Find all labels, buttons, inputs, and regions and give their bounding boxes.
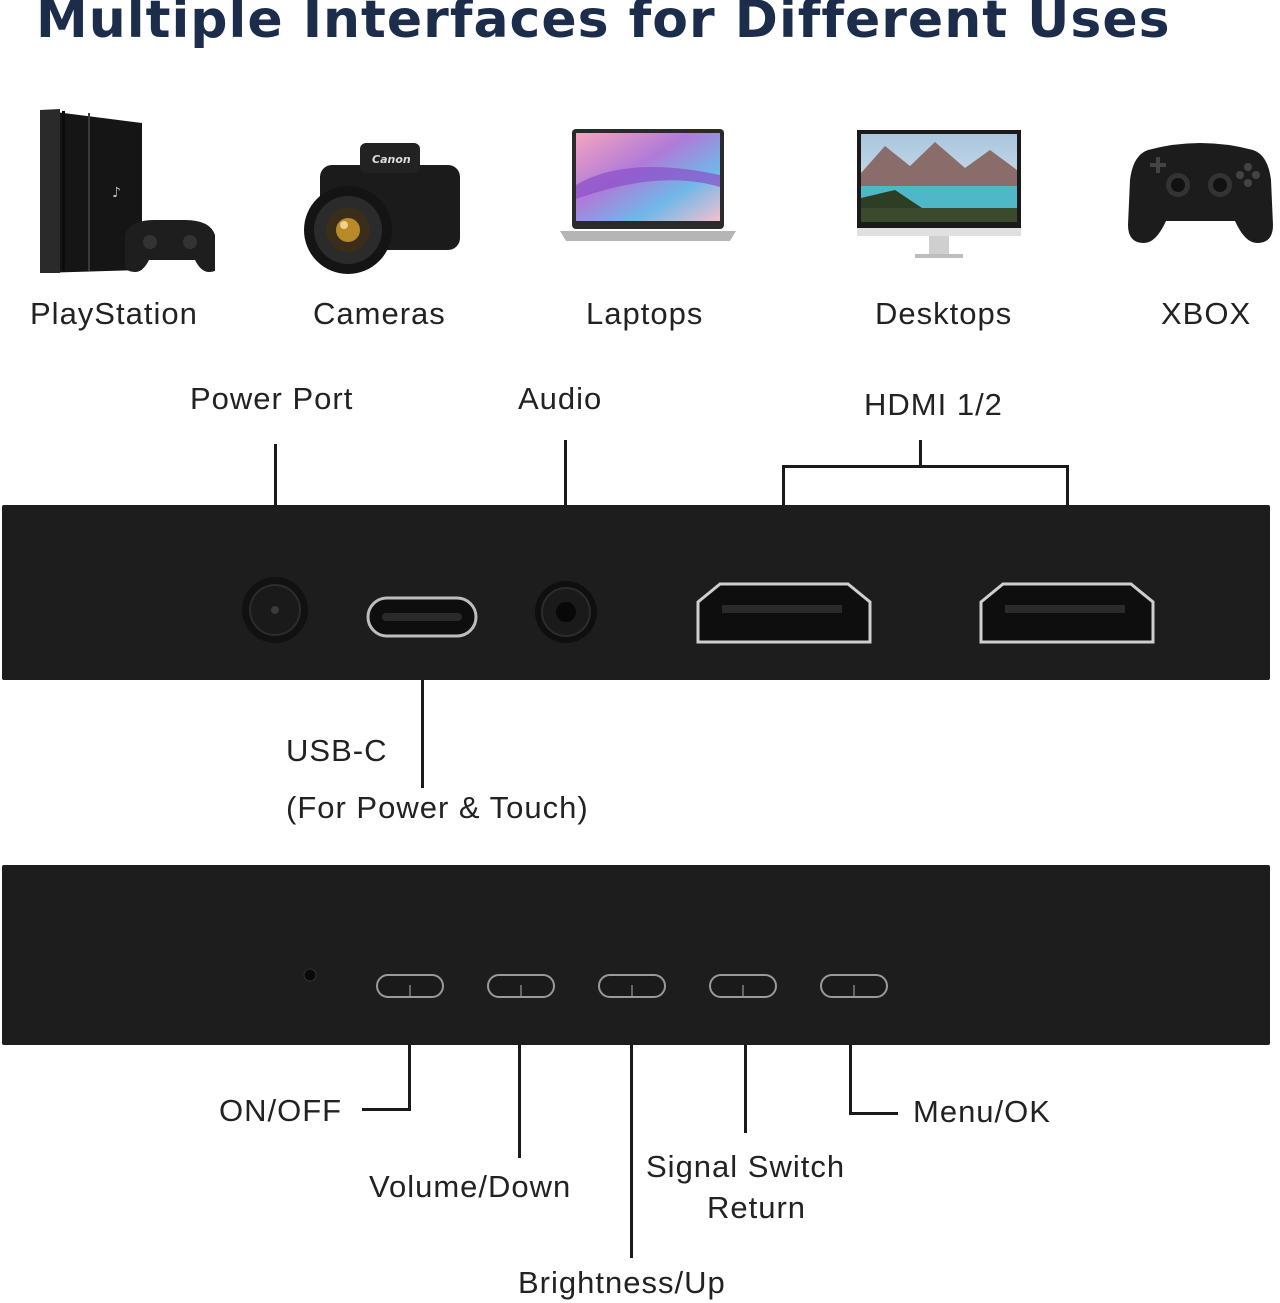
- usb-c-note: (For Power & Touch): [286, 790, 589, 825]
- brightness-up-button: [598, 974, 666, 998]
- on-off-leader-horizontal: [362, 1108, 411, 1111]
- menu-ok-leader-vertical: [849, 1045, 852, 1115]
- camera-icon: Canon: [304, 143, 460, 274]
- button-panel: [2, 865, 1270, 1045]
- svg-text:♪: ♪: [112, 185, 121, 201]
- on-off-label: ON/OFF: [219, 1093, 343, 1128]
- device-label-playstation: PlayStation: [30, 296, 198, 331]
- hdmi-label: HDMI 1/2: [864, 387, 1003, 422]
- power-port-leader-line: [274, 444, 277, 506]
- game-controller-icon: [1128, 143, 1273, 243]
- hdmi-port-2: [979, 582, 1155, 644]
- on-off-button: [376, 974, 444, 998]
- power-port: [242, 577, 308, 643]
- hdmi-bracket-stem: [919, 440, 922, 467]
- brightness-up-label: Brightness/Up: [518, 1265, 726, 1300]
- volume-down-button: [487, 974, 555, 998]
- power-port-label: Power Port: [190, 381, 354, 416]
- signal-switch-button: [709, 974, 777, 998]
- menu-ok-button: [820, 974, 888, 998]
- brightness-up-leader-line: [630, 1045, 633, 1258]
- usb-c-port: [366, 596, 478, 638]
- hdmi-port-1: [696, 582, 872, 644]
- signal-switch-leader-line: [744, 1045, 747, 1133]
- device-label-desktops: Desktops: [875, 296, 1013, 331]
- usb-c-label: USB-C: [286, 733, 388, 768]
- return-label: Return: [707, 1190, 807, 1225]
- device-label-cameras: Cameras: [313, 296, 446, 331]
- status-led: [303, 968, 317, 982]
- hdmi-bracket-bar: [782, 465, 1069, 468]
- port-panel: [2, 505, 1270, 680]
- hdmi1-leader-line: [782, 465, 785, 506]
- playstation-console-icon: ♪: [40, 109, 215, 273]
- signal-switch-label: Signal Switch: [646, 1149, 846, 1184]
- menu-ok-leader-horizontal: [849, 1112, 898, 1115]
- page-title: Multiple Interfaces for Different Uses: [36, 0, 1171, 50]
- device-label-xbox: XBOX: [1161, 296, 1252, 331]
- volume-down-label: Volume/Down: [369, 1169, 572, 1204]
- hdmi2-leader-line: [1066, 465, 1069, 506]
- volume-down-leader-line: [518, 1045, 521, 1158]
- svg-text:Canon: Canon: [372, 153, 411, 166]
- device-label-laptops: Laptops: [586, 296, 704, 331]
- audio-label: Audio: [518, 381, 603, 416]
- audio-leader-line: [564, 440, 567, 506]
- laptop-icon: [560, 129, 736, 241]
- audio-port: [535, 581, 597, 643]
- usb-c-leader-line: [421, 680, 424, 788]
- desktop-monitor-icon: [857, 130, 1021, 258]
- menu-ok-label: Menu/OK: [913, 1094, 1051, 1129]
- on-off-leader-vertical: [408, 1045, 411, 1111]
